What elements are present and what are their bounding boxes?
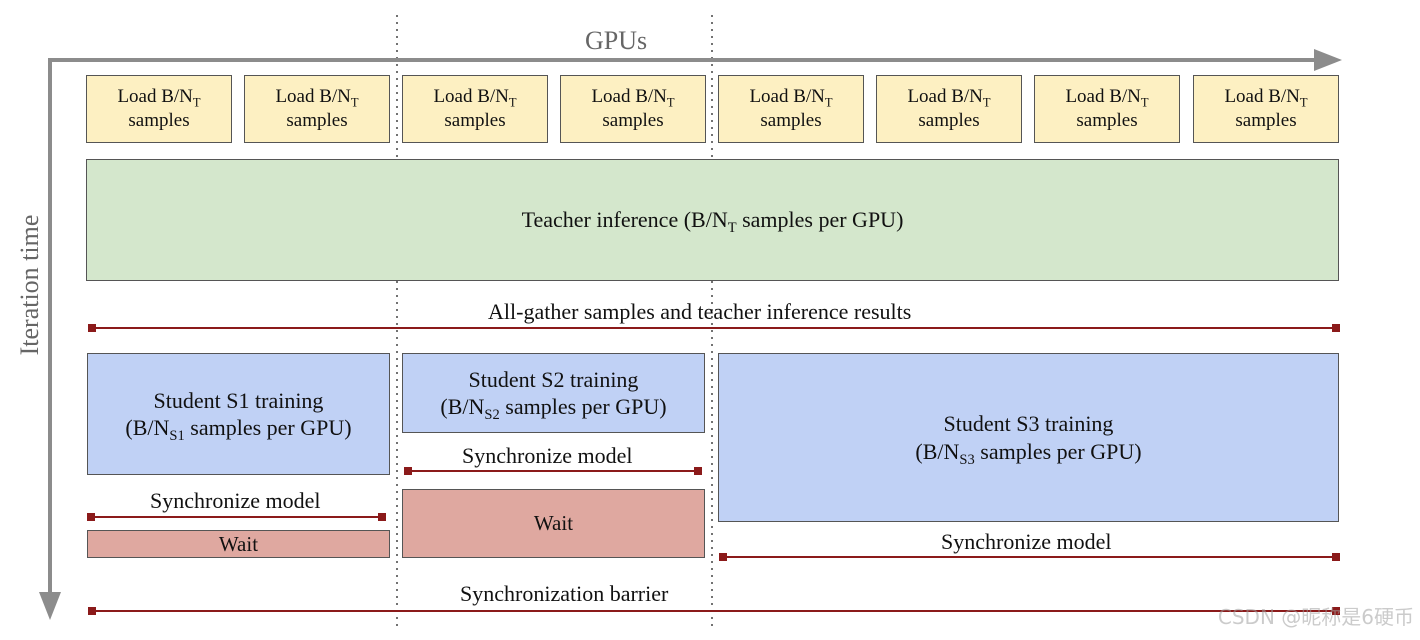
sync-label-s3: Synchronize model	[941, 529, 1112, 554]
csdn-watermark: CSDN @昵称是6硬币	[1217, 605, 1414, 629]
barrier-line	[88, 607, 1340, 615]
sync-line-s2	[404, 467, 702, 475]
barrier-label: Synchronization barrier	[460, 581, 669, 606]
time-axis-arrowhead	[39, 592, 61, 620]
load-box-3: Load B/NT samples	[402, 75, 548, 143]
load-box-8: Load B/NT samples	[1193, 75, 1339, 143]
iteration-time-axis-label: Iteration time	[15, 214, 44, 356]
wait-box-s2: Wait	[402, 489, 705, 558]
all-gather-label: All-gather samples and teacher inference…	[488, 299, 912, 324]
student-s3-box: Student S3 training (B/NS3 samples per G…	[718, 353, 1339, 522]
sync-line-s3	[719, 553, 1340, 561]
gpus-axis-arrowhead	[1314, 49, 1342, 71]
sync-label-s1: Synchronize model	[150, 488, 321, 513]
sync-label-s2: Synchronize model	[462, 443, 633, 468]
load-box-5: Load B/NT samples	[718, 75, 864, 143]
load-box-1: Load B/NT samples	[86, 75, 232, 143]
load-box-6: Load B/NT samples	[876, 75, 1022, 143]
gpus-axis-label: GPUs	[585, 26, 648, 55]
student-s2-box: Student S2 training (B/NS2 samples per G…	[402, 353, 705, 433]
wait-box-s1: Wait	[87, 530, 390, 558]
teacher-inference-box: Teacher inference (B/NT samples per GPU)	[86, 159, 1339, 281]
load-box-7: Load B/NT samples	[1034, 75, 1180, 143]
student-s1-box: Student S1 training (B/NS1 samples per G…	[87, 353, 390, 475]
load-box-4: Load B/NT samples	[560, 75, 706, 143]
all-gather-line	[88, 324, 1340, 332]
sync-line-s1	[87, 513, 386, 521]
load-box-2: Load B/NT samples	[244, 75, 390, 143]
